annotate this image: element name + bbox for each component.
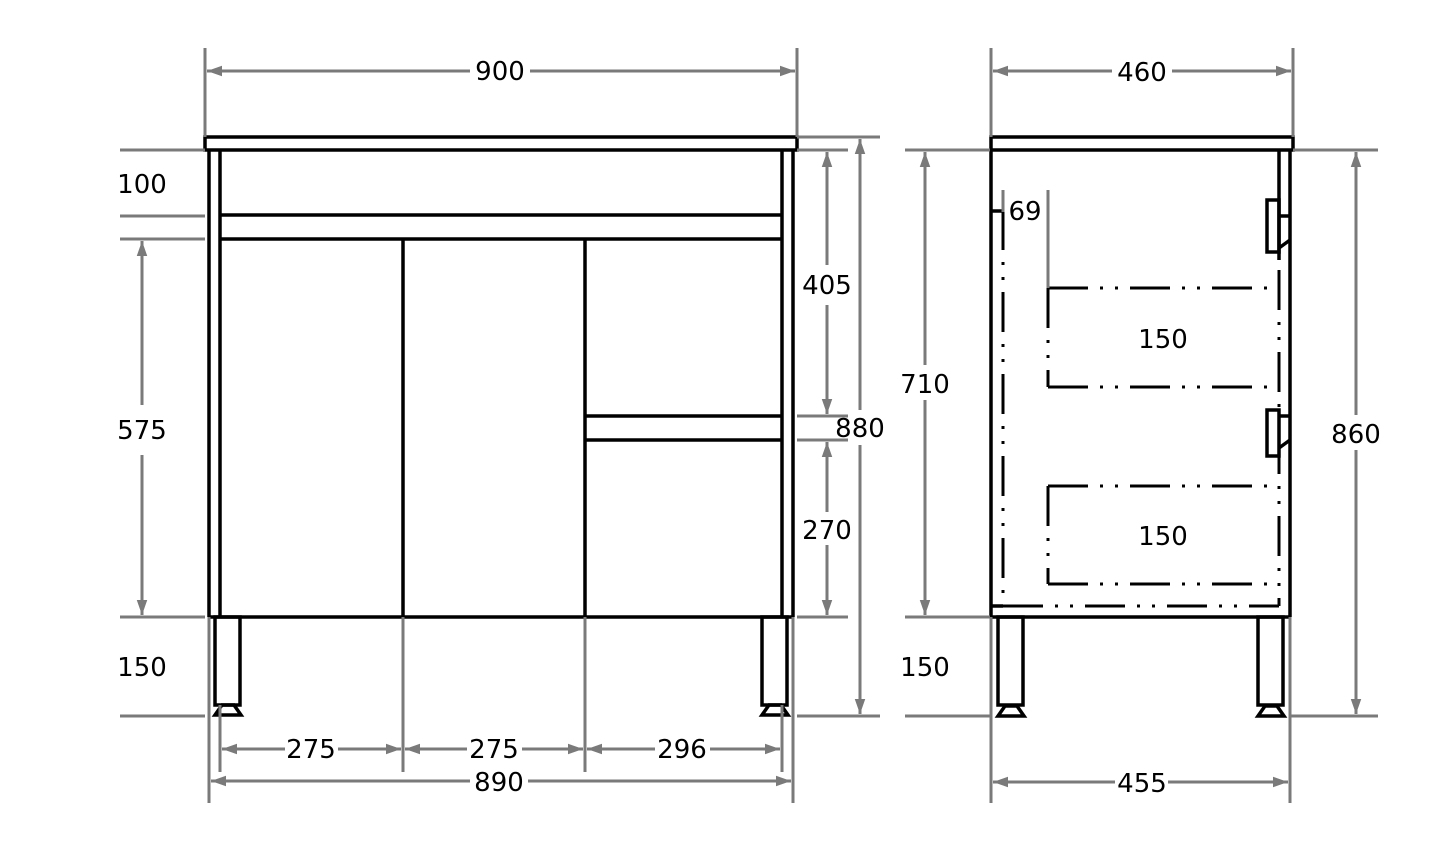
side-leg-left bbox=[996, 615, 1025, 707]
side-view bbox=[989, 135, 1295, 718]
svg-text:460: 460 bbox=[1117, 58, 1167, 88]
side-leg-right bbox=[1256, 615, 1285, 707]
svg-text:405: 405 bbox=[802, 271, 852, 301]
leg-right bbox=[760, 615, 789, 707]
svg-text:296: 296 bbox=[657, 735, 707, 765]
handle-bottom bbox=[1265, 408, 1281, 458]
svg-text:860: 860 bbox=[1331, 420, 1381, 450]
countertop bbox=[203, 135, 799, 152]
svg-text:890: 890 bbox=[474, 768, 524, 798]
handle-top bbox=[1265, 198, 1281, 254]
leg-left bbox=[213, 615, 242, 707]
svg-text:100: 100 bbox=[117, 170, 167, 200]
svg-text:150: 150 bbox=[900, 653, 950, 683]
front-dimensions: 900 100 575 150 405 270 880 bbox=[117, 48, 885, 803]
side-dimensions: 460 69 150 150 710 150 860 455 bbox=[900, 48, 1381, 803]
svg-text:710: 710 bbox=[900, 370, 950, 400]
svg-text:150: 150 bbox=[117, 653, 167, 683]
svg-text:455: 455 bbox=[1117, 769, 1167, 799]
svg-text:900: 900 bbox=[475, 57, 525, 87]
svg-text:270: 270 bbox=[802, 516, 852, 546]
svg-text:880: 880 bbox=[835, 414, 885, 444]
svg-text:275: 275 bbox=[469, 735, 519, 765]
svg-text:150: 150 bbox=[1138, 325, 1188, 355]
side-countertop bbox=[989, 135, 1295, 152]
front-view bbox=[203, 135, 799, 717]
svg-text:275: 275 bbox=[286, 735, 336, 765]
svg-text:150: 150 bbox=[1138, 522, 1188, 552]
svg-text:69: 69 bbox=[1008, 197, 1041, 227]
svg-text:575: 575 bbox=[117, 416, 167, 446]
